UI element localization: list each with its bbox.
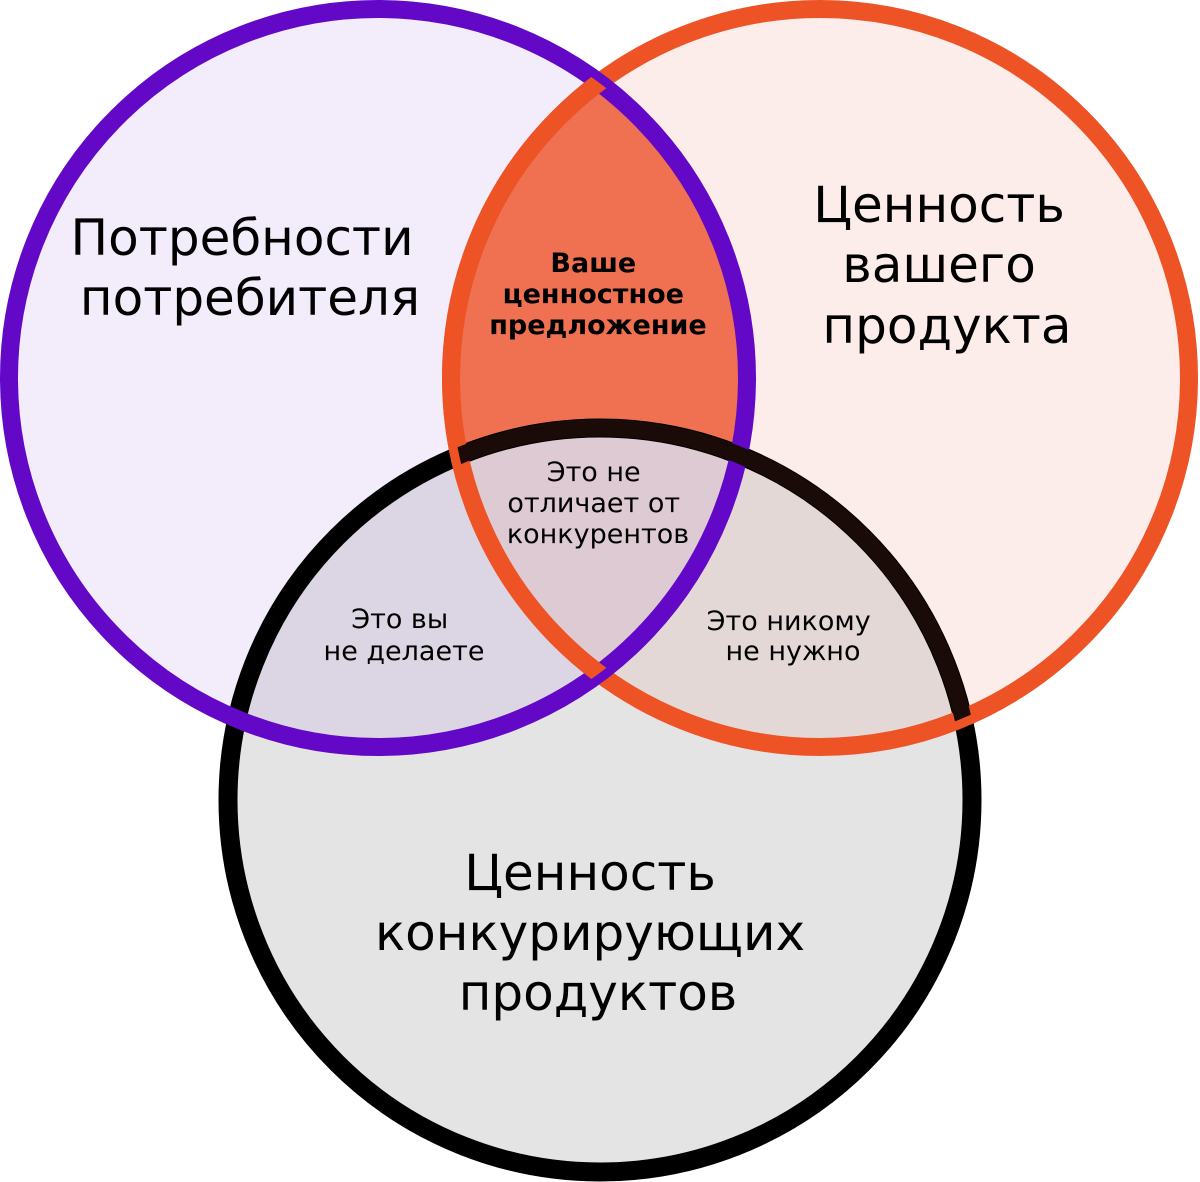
- competitor-circle-outline-overlap: [451, 419, 981, 747]
- consumer-needs-label: Потребности потребителя: [71, 209, 430, 327]
- consumer-circle-outline: [0, 0, 756, 756]
- competitor-value-label: Ценность конкурирующих продуктов: [375, 844, 821, 1022]
- nobody-needs-label: Это никому не нужно: [707, 606, 880, 667]
- not-differentiating-label: Это не отличает от конкурентов: [507, 457, 689, 550]
- product-circle-outline-overlap: [442, 9, 747, 747]
- value-proposition-label: Ваше ценностное предложение: [489, 248, 707, 341]
- nobody-needs-region: [451, 428, 972, 747]
- you-dont-do-label: Это вы не делаете: [324, 604, 485, 667]
- product-value-label: Ценность вашего продукта: [813, 176, 1081, 355]
- you-dont-do-region: [228, 428, 747, 747]
